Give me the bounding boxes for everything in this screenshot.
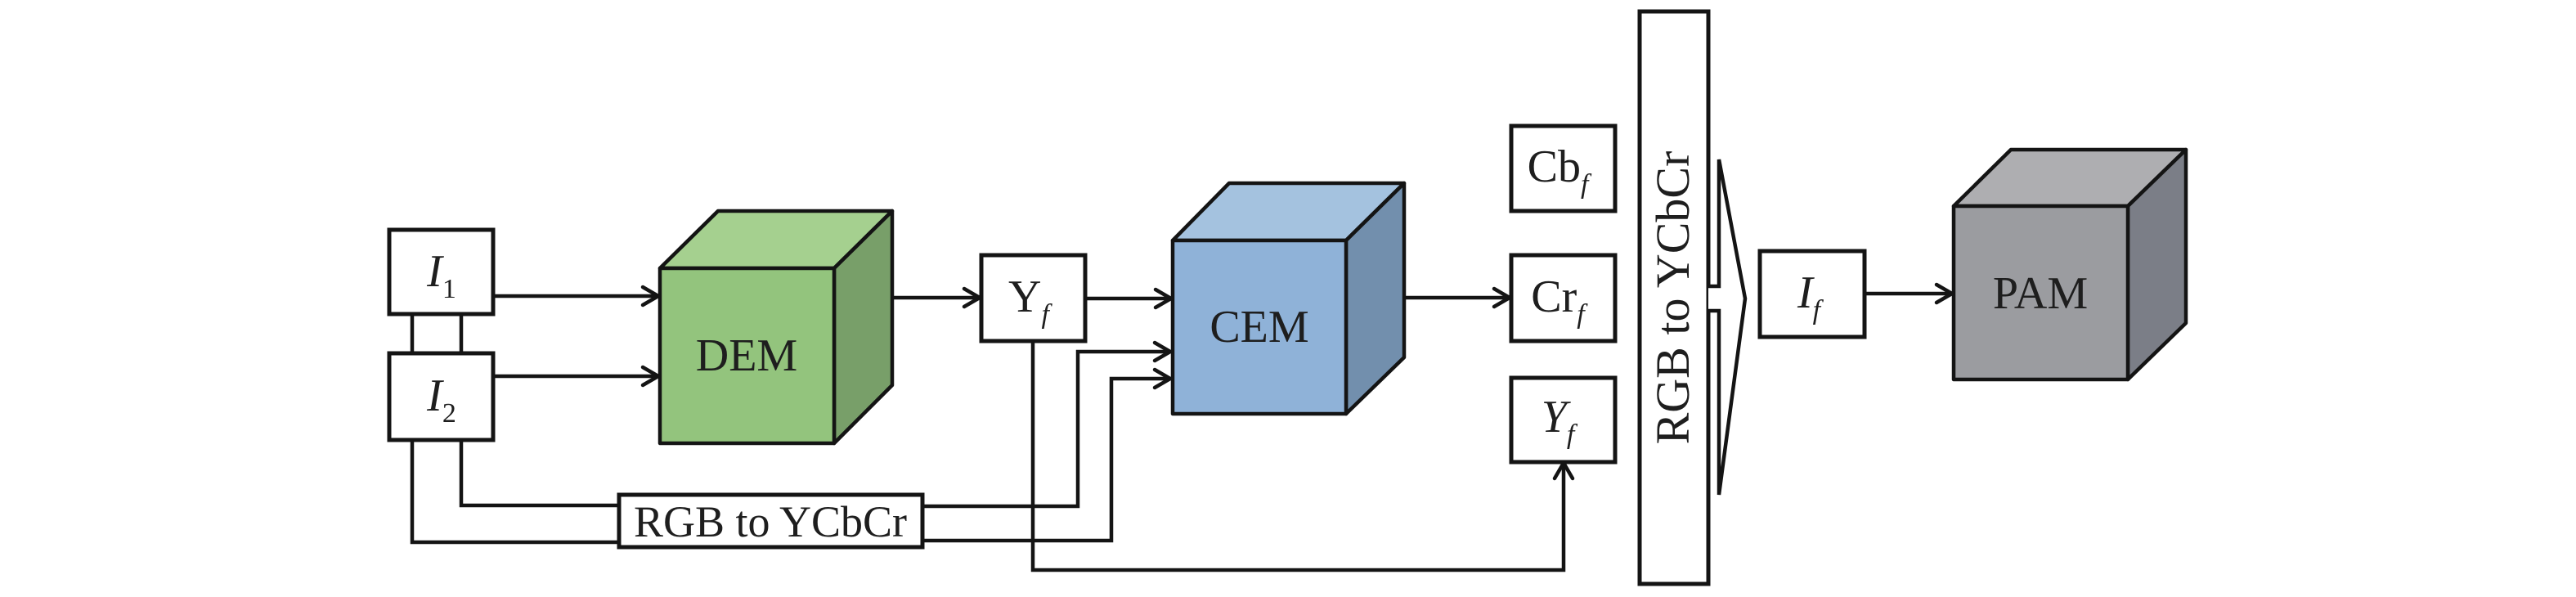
cem-cube-front-face [1170,238,1349,416]
svg-text:Yf: Yf [1008,272,1052,330]
channel-box-yf: Yf [1509,375,1618,465]
rgb-to-ycbcr-box: RGB to YCbCr [617,492,925,550]
edge-rgb-to-cem-upper [922,349,1169,509]
svg-text:Cbf: Cbf [1528,141,1592,200]
channel-yf-main: Y [1542,392,1572,442]
pam-cube-front-face [1951,204,2130,382]
edge-i2-to-rgb-lower [410,440,620,545]
channel-crf-main: Cr [1531,272,1577,322]
input-box-i2: I2 [387,351,496,442]
svg-text:I2: I2 [426,370,456,429]
input-box-i1: I1 [387,227,496,316]
channel-cbf-main: Cb [1528,141,1581,192]
output-box-if: If [1757,249,1867,339]
conversion-bar: RGB to YCbCr [1637,9,1711,586]
input-i1-sub: 1 [442,274,456,304]
output-if-main: I [1797,267,1815,318]
dem-module-cube: DEM [657,209,895,446]
dem-cube-front-face [657,266,837,446]
yf-box: Yf [979,253,1088,343]
edge-yf-to-yf-channel [1030,341,1566,572]
svg-text:Crf: Crf [1531,272,1588,330]
merge-arrow-icon [1708,159,1748,496]
svg-text:I1: I1 [426,246,456,304]
cem-label: CEM [1209,302,1308,352]
cem-module-cube: CEM [1170,181,1407,416]
edge-i2-to-rgb-upper [459,440,620,508]
arrowhead-rgb-cem-lower [1152,367,1174,390]
channel-box-crf: Crf [1509,253,1618,343]
pam-module-cube: PAM [1951,147,2188,382]
pam-label: PAM [1993,268,2088,319]
yf-box-main: Y [1008,272,1041,322]
channel-box-cbf: Cbf [1509,123,1618,213]
input-i1-main: I [426,246,444,297]
input-i2-sub: 2 [442,398,456,429]
arrowhead-rgb-cem-upper [1152,340,1174,363]
conversion-bar-label: RGB to YCbCr [1646,151,1699,445]
rgb-to-ycbcr-label: RGB to YCbCr [634,497,907,546]
dem-label: DEM [696,330,797,381]
input-i2-main: I [426,370,444,421]
edge-rgb-to-cem-lower [922,376,1169,543]
